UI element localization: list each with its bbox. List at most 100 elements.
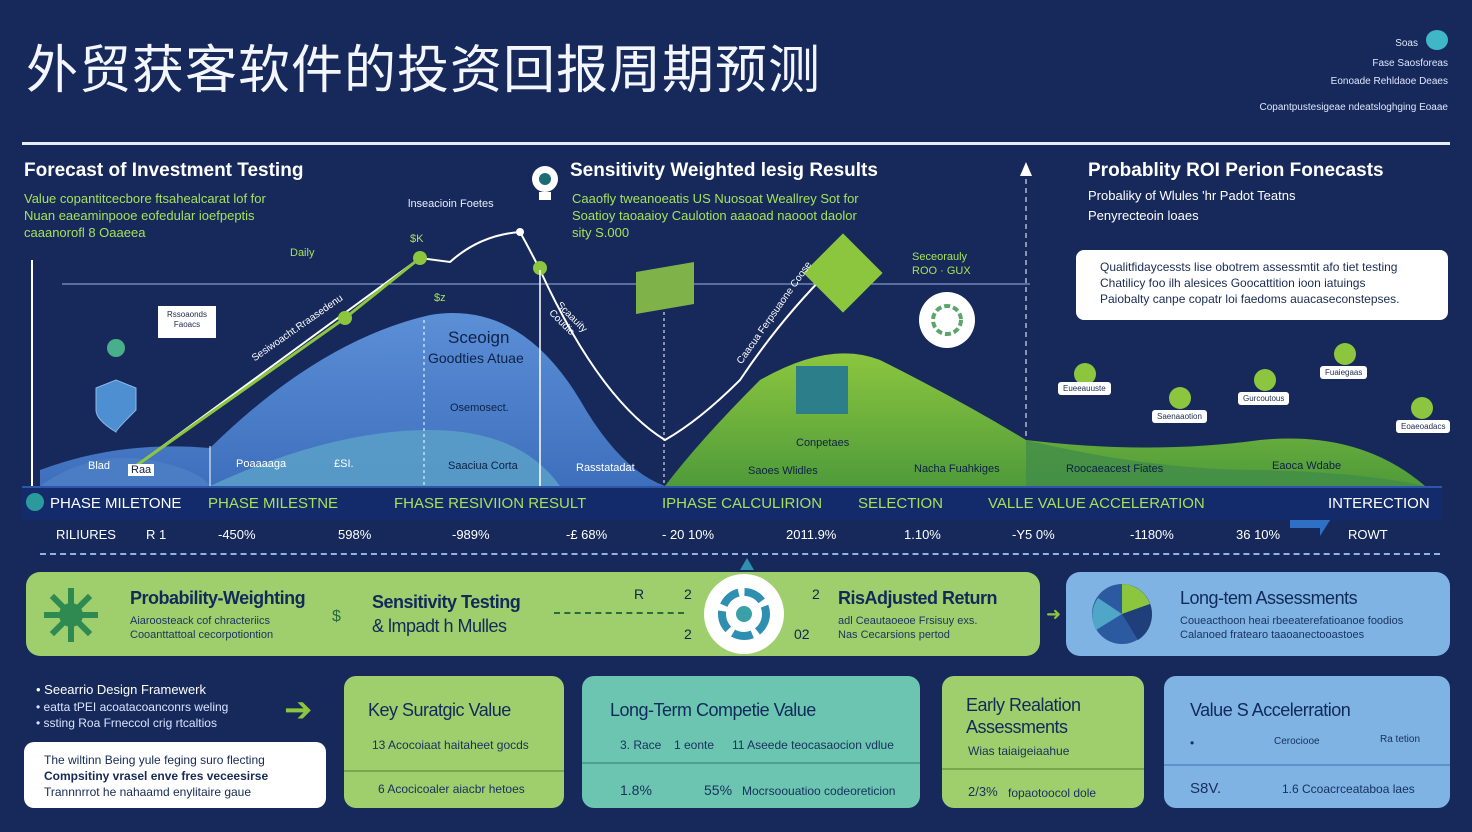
scenario-list-text-1: Seearrio Design Framewerk bbox=[44, 682, 207, 697]
r-label: R bbox=[634, 586, 645, 602]
card-early-realation: Early Realation Assessments Wias taiaige… bbox=[942, 676, 1144, 808]
section-sensitivity-line-3: sity S.000 bbox=[572, 225, 630, 240]
section-probability-line-1: Probaliky of Wlules 'hr Padot Teatns bbox=[1088, 188, 1296, 203]
bottom-label-6: Rasstatadat bbox=[576, 462, 635, 474]
phase-label-4: IPHASE CALCULIRION bbox=[662, 495, 823, 512]
long-term-title: Long-tem Assessments bbox=[1180, 588, 1358, 608]
metric-3: 598% bbox=[338, 527, 372, 542]
bottom-label-7: Saoes Wlidles bbox=[748, 465, 818, 477]
roi-curve bbox=[129, 230, 831, 471]
scenario-note-line-3: Trannnrrot he nahaamd enylitaire gaue bbox=[44, 785, 252, 799]
bottom-label-8: Nacha Fuahkiges bbox=[914, 463, 1000, 475]
metric-0: RILIURES bbox=[56, 527, 116, 542]
section-sensitivity-title: Sensitivity Weighted lesig Results bbox=[570, 160, 878, 181]
methods-panel: Probability-Weighting Aiaroosteack cof c… bbox=[26, 558, 1040, 656]
metric-8: 1.10% bbox=[904, 527, 941, 542]
probability-weighting-title: Probability-Weighting bbox=[130, 588, 306, 608]
metric-10: -1180% bbox=[1130, 527, 1174, 542]
bottom-label-5: Saaciua Corta bbox=[448, 460, 518, 472]
bottom-label-4: £SI. bbox=[334, 458, 354, 470]
card-long-term-r1b: 1 eonte bbox=[674, 738, 715, 752]
diamond-marker bbox=[803, 233, 883, 313]
section-forecast-line-1: Value copantitcecbore ftsahealcarat lof … bbox=[24, 191, 266, 206]
section-probability-title: Probablity ROI Perion Fonecasts bbox=[1088, 160, 1384, 181]
right-tag-4: Fuaiegaas bbox=[1320, 366, 1368, 379]
scenario-sub: Goodties Atuae bbox=[428, 350, 524, 366]
phase-label-5: SELECTION bbox=[858, 495, 944, 512]
scenario-list-item-1: • Seearrio Design Framewerk bbox=[36, 682, 207, 697]
note-line-2: Chatilicy foo ilh alesices Goocattition … bbox=[1100, 276, 1366, 290]
long-term-desc-2: Calanoed fratearo taaoanectooastoes bbox=[1180, 629, 1365, 641]
dollar-icon: $ bbox=[332, 608, 341, 625]
pie-chart-icon bbox=[1092, 584, 1152, 644]
top-right-note-3: Eonoade Rehldaoe Deaes bbox=[1330, 76, 1448, 87]
scenario-list-item-2: • eatta tPEI acoatacoanconrs weling bbox=[36, 700, 229, 714]
card-early-realation-r2a: 2/3% bbox=[968, 784, 998, 799]
lightbulb-icon bbox=[530, 164, 560, 211]
card-long-term-title: Long-Term Competie Value bbox=[610, 700, 816, 720]
competitors-label: Conpetaes bbox=[796, 437, 850, 449]
card-value-acceleration-r1b: Cerociooe bbox=[1274, 736, 1320, 747]
card-long-term-r2c: Mocrsoouatioo codeoreticion bbox=[742, 784, 896, 798]
phase-label-2: PHASE MILESTNE bbox=[208, 495, 339, 512]
metric-11: 36 10% bbox=[1236, 527, 1281, 542]
page-title: 外贸获客软件的投资回报周期预测 bbox=[26, 41, 822, 101]
zero-two-label: 02 bbox=[794, 626, 810, 642]
sub-label: $z bbox=[434, 292, 446, 304]
section-sensitivity-line-1: Caaofly tweanoeatis US Nuosoat Weallrey … bbox=[572, 191, 859, 206]
long-term-panel: Long-tem Assessments Coueacthoon heai rb… bbox=[1066, 572, 1450, 656]
competitor-flag-box bbox=[796, 366, 848, 414]
two-label-c: 2 bbox=[812, 586, 820, 602]
scenario-note-box: The wiltinn Being yule feging suro flect… bbox=[24, 742, 326, 808]
phase-label-3: FHASE RESIVIION RESULT bbox=[394, 495, 587, 512]
scenario-chip: Osemosect. bbox=[450, 402, 509, 414]
card-value-acceleration-r1c: Ra tetion bbox=[1380, 734, 1421, 745]
risk-adjusted-title: RisAdjusted Return bbox=[838, 588, 998, 608]
header-rule bbox=[22, 142, 1450, 145]
section-probability-line-2: Penyrecteoin loaes bbox=[1088, 208, 1199, 223]
top-right-note-4: Copantpustesigeae ndeatsloghging Eoaae bbox=[1259, 102, 1449, 113]
metric-4: -989% bbox=[452, 527, 490, 542]
cycle-icon bbox=[704, 574, 784, 654]
bottom-label-9: Roocaeacest Fiates bbox=[1066, 463, 1164, 475]
metric-9: -Y5 0% bbox=[1012, 527, 1055, 542]
section-forecast-title: Forecast of Investment Testing bbox=[24, 160, 304, 181]
phase-band: PHASE MILETONE PHASE MILESTNE FHASE RESI… bbox=[22, 486, 1442, 520]
scenario-list-item-3: • ssting Roa Frneccol crig rtcaltios bbox=[36, 716, 217, 730]
long-term-desc-1: Coueacthoon heai rbeeaterefatioanoe food… bbox=[1180, 615, 1404, 627]
section-forecast-line-2: Nuan eaeaminpooe eofedular ioefpeptis bbox=[24, 208, 255, 223]
metric-2: -450% bbox=[218, 527, 256, 542]
card-early-realation-title: Early Realation Assessments bbox=[966, 695, 1081, 737]
bottom-label-2: Raa bbox=[128, 464, 155, 476]
right-tag-2: Saenaaotion bbox=[1152, 410, 1207, 423]
scenario-note-line-2: Compsitiny vrasel enve fres veceesirse bbox=[44, 769, 269, 783]
metric-5: -£ 68% bbox=[566, 527, 608, 542]
metric-6: - 20 10% bbox=[662, 527, 715, 542]
card-long-term-r1a: 3. Race bbox=[620, 738, 662, 752]
top-right-logo bbox=[1426, 30, 1448, 50]
metric-12: ROWT bbox=[1348, 527, 1388, 542]
note-line-3: Paiobalty canpe copatr loi faedoms auaca… bbox=[1100, 292, 1400, 306]
card-value-acceleration-r2a: S8V. bbox=[1190, 780, 1222, 797]
two-label-a: 2 bbox=[684, 586, 692, 602]
bottom-label-1: Blad bbox=[88, 460, 111, 472]
card-key-strategic-row-1: 13 Acocoiaat haitaheet gocds bbox=[372, 738, 529, 752]
card-key-strategic: Key Suratgic Value 13 Acocoiaat haitahee… bbox=[344, 676, 564, 808]
card-value-acceleration-title: Value S Accelerration bbox=[1190, 700, 1351, 720]
bottom-label-3: Poaaaaga bbox=[236, 458, 287, 470]
scenario-title: Sceoign bbox=[448, 328, 510, 347]
sunburst-icon bbox=[44, 588, 98, 642]
card-long-term: Long-Term Competie Value 3. Race 1 eonte… bbox=[582, 676, 920, 808]
phase-start-icon bbox=[26, 493, 44, 511]
scenario-area-blue bbox=[40, 313, 665, 486]
section-forecast-line-3: caaanorofl 8 Oaaeea bbox=[24, 225, 146, 240]
roi-timeline-diagram bbox=[31, 162, 1433, 536]
probability-weighting-desc-2: Cooanttattoal cecorpotiontion bbox=[130, 629, 274, 641]
phase-label-6: VALLE VALUE ACCELERATION bbox=[988, 495, 1205, 512]
card-early-realation-r2b: fopaotoocol dole bbox=[1008, 786, 1097, 800]
right-tag-3: Gurcoutous bbox=[1238, 392, 1290, 405]
arrow-icon: ➔ bbox=[284, 691, 313, 729]
two-label-b: 2 bbox=[684, 626, 692, 642]
sensitivity-testing-title: Sensitivity Testing bbox=[372, 592, 521, 612]
card-long-term-r2a: 1.8% bbox=[620, 782, 652, 798]
